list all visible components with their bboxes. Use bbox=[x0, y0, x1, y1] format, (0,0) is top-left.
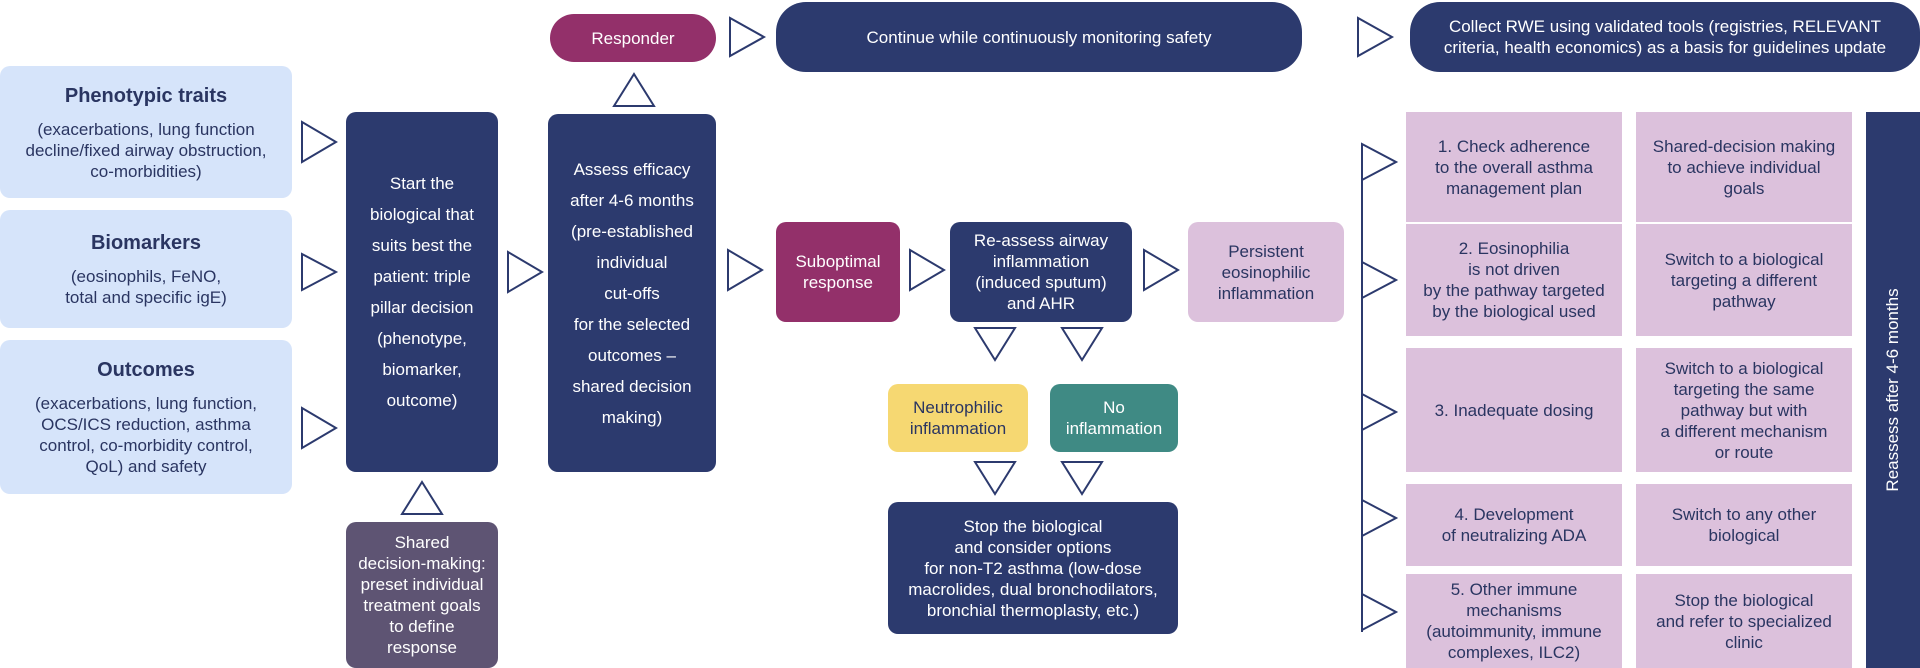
arrow-down-icon bbox=[973, 327, 1017, 362]
no-inflammation-box: No inflammation bbox=[1050, 384, 1178, 452]
outcomes-box: Outcomes (exacerbations, lung function, … bbox=[0, 340, 292, 494]
action-refer-clinic-box: Stop the biological and refer to special… bbox=[1636, 574, 1852, 668]
arrow-right-icon bbox=[1361, 392, 1399, 432]
phenotypic-traits-box: Phenotypic traits (exacerbations, lung f… bbox=[0, 66, 292, 198]
phenotypic-traits-text: (exacerbations, lung function decline/fi… bbox=[25, 119, 267, 181]
arrow-right-icon bbox=[1143, 248, 1180, 292]
arrow-up-icon bbox=[400, 480, 444, 515]
arrow-right-icon bbox=[909, 248, 946, 292]
cause-other-immune-box: 5. Other immune mechanisms (autoimmunity… bbox=[1406, 574, 1622, 668]
arrow-right-icon bbox=[1357, 16, 1395, 58]
outcomes-title: Outcomes bbox=[97, 359, 195, 381]
cause-eosinophilia-box: 2. Eosinophilia is not driven by the pat… bbox=[1406, 224, 1622, 336]
reassess-vertical-bar: Reassess after 4-6 months bbox=[1866, 112, 1920, 668]
reassess-airway-box: Re-assess airway inflammation (induced s… bbox=[950, 222, 1132, 322]
arrow-down-icon bbox=[1060, 461, 1104, 496]
arrow-right-icon bbox=[301, 252, 339, 292]
cause-neutralizing-ada-box: 4. Development of neutralizing ADA bbox=[1406, 484, 1622, 566]
collect-rwe-box: Collect RWE using validated tools (regis… bbox=[1410, 2, 1920, 72]
suboptimal-response-box: Suboptimal response bbox=[776, 222, 900, 322]
arrow-right-icon bbox=[729, 16, 767, 58]
arrow-right-icon bbox=[507, 250, 544, 294]
responder-box: Responder bbox=[550, 14, 716, 62]
arrow-right-icon bbox=[727, 248, 764, 292]
arrow-right-icon bbox=[1361, 260, 1399, 300]
biomarkers-text: (eosinophils, FeNO, total and specific i… bbox=[65, 267, 227, 307]
arrow-down-icon bbox=[1060, 327, 1104, 362]
arrow-right-icon bbox=[301, 406, 338, 450]
arrow-right-icon bbox=[1361, 142, 1399, 182]
biomarkers-title: Biomarkers bbox=[90, 232, 202, 254]
arrow-right-icon bbox=[1361, 592, 1399, 632]
action-switch-different-pathway-box: Switch to a biological targeting a diffe… bbox=[1636, 224, 1852, 336]
action-switch-any-other-box: Switch to any other biological bbox=[1636, 484, 1852, 566]
arrow-up-icon bbox=[612, 72, 656, 107]
stop-non-t2-box: Stop the biological and consider options… bbox=[888, 502, 1178, 634]
start-biological-box: Start the biological that suits best the… bbox=[346, 112, 498, 472]
arrow-right-icon bbox=[1361, 498, 1399, 538]
shared-decision-goals-box: Shared decision-making: preset individua… bbox=[346, 522, 498, 668]
cause-inadequate-dosing-box: 3. Inadequate dosing bbox=[1406, 348, 1622, 472]
arrow-down-icon bbox=[973, 461, 1017, 496]
phenotypic-traits-title: Phenotypic traits bbox=[64, 84, 228, 107]
persistent-eosinophilic-box: Persistent eosinophilic inflammation bbox=[1188, 222, 1344, 322]
neutrophilic-inflammation-box: Neutrophilic inflammation bbox=[888, 384, 1028, 452]
action-switch-same-pathway-box: Switch to a biological targeting the sam… bbox=[1636, 348, 1852, 472]
outcomes-text: (exacerbations, lung function, OCS/ICS r… bbox=[34, 394, 258, 476]
biomarkers-box: Biomarkers (eosinophils, FeNO, total and… bbox=[0, 210, 292, 328]
action-shared-decision-box: Shared-decision making to achieve indivi… bbox=[1636, 112, 1852, 222]
cause-adherence-box: 1. Check adherence to the overall asthma… bbox=[1406, 112, 1622, 222]
arrow-right-icon bbox=[301, 120, 338, 164]
assess-efficacy-box: Assess efficacy after 4-6 months (pre-es… bbox=[548, 114, 716, 472]
continue-monitoring-box: Continue while continuously monitoring s… bbox=[776, 2, 1302, 72]
